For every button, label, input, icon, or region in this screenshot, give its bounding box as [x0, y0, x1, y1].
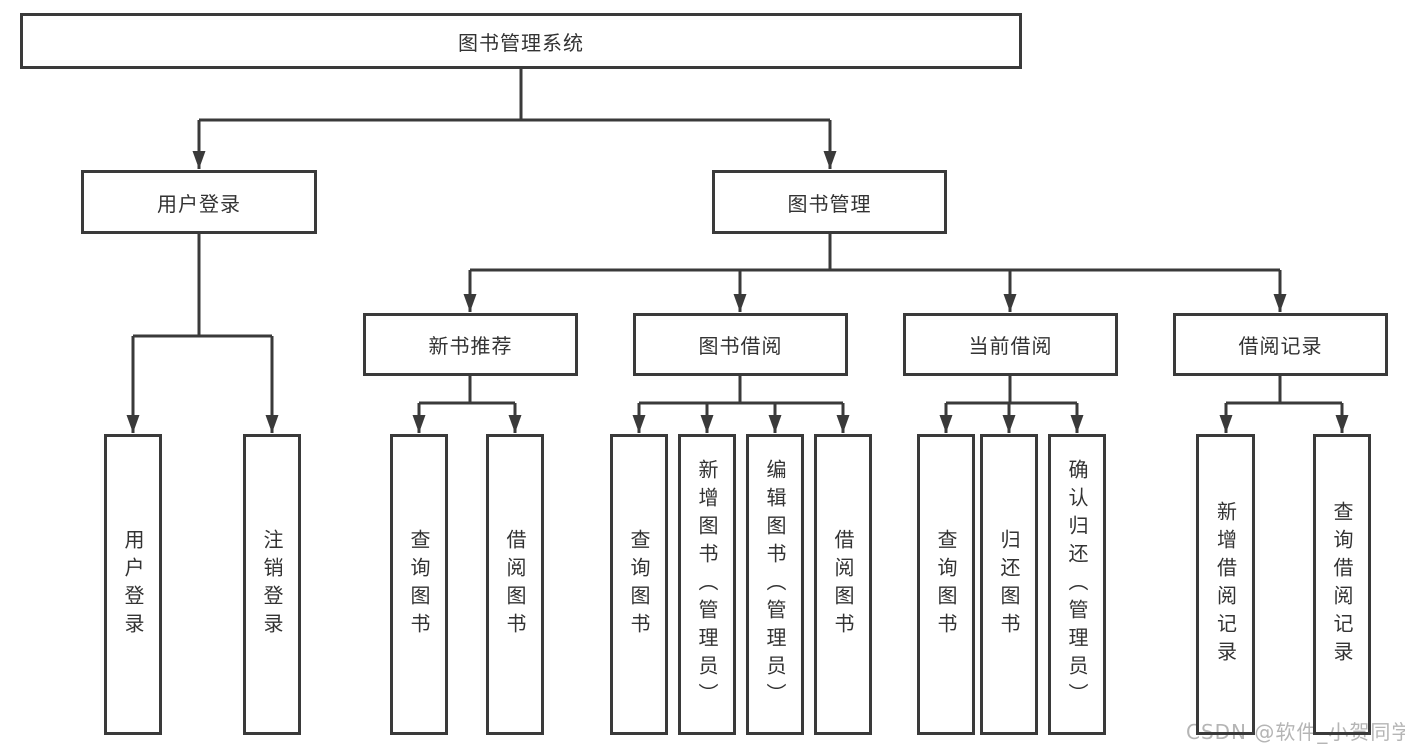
leaf-label: 归还图书 — [997, 528, 1021, 641]
node-label: 当前借阅 — [968, 334, 1053, 358]
leaf-label: 确认归还（管理员） — [1065, 458, 1089, 711]
leaf-borrow-books-2: 借阅图书 — [814, 434, 872, 735]
leaf-label: 新增借阅记录 — [1213, 500, 1238, 669]
node-label: 新书推荐 — [428, 334, 513, 358]
leaf-label: 注销登录 — [260, 528, 284, 641]
leaf-logout: 注销登录 — [243, 434, 301, 735]
leaf-add-borrow-record: 新增借阅记录 — [1196, 434, 1255, 735]
node-current-borrow: 当前借阅 — [903, 313, 1118, 376]
leaf-borrow-books-1: 借阅图书 — [486, 434, 544, 735]
node-label: 图书管理 — [787, 191, 872, 216]
leaf-confirm-return-admin: 确认归还（管理员） — [1048, 434, 1106, 735]
node-label: 借阅记录 — [1238, 334, 1323, 358]
leaf-label: 查询图书 — [407, 528, 431, 641]
node-root: 图书管理系统 — [20, 13, 1022, 69]
leaf-label: 用户登录 — [121, 528, 145, 641]
leaf-label: 借阅图书 — [831, 528, 855, 641]
leaf-add-book-admin: 新增图书（管理员） — [678, 434, 736, 735]
node-label: 图书借阅 — [698, 334, 783, 358]
leaf-label: 查询借阅记录 — [1330, 500, 1354, 669]
node-book-management: 图书管理 — [712, 170, 947, 234]
node-borrow-records: 借阅记录 — [1173, 313, 1388, 376]
leaf-query-borrow-record: 查询借阅记录 — [1313, 434, 1371, 735]
leaf-query-books-2: 查询图书 — [610, 434, 668, 735]
leaf-label: 新增图书（管理员） — [695, 458, 719, 711]
leaf-query-books-3: 查询图书 — [917, 434, 975, 735]
leaf-edit-book-admin: 编辑图书（管理员） — [746, 434, 804, 735]
node-root-label: 图书管理系统 — [458, 30, 584, 55]
leaf-label: 借阅图书 — [503, 528, 527, 641]
node-new-book-recommend: 新书推荐 — [363, 313, 578, 376]
node-user-login-group: 用户登录 — [81, 170, 317, 234]
node-label: 用户登录 — [157, 191, 241, 216]
node-book-borrow: 图书借阅 — [633, 313, 848, 376]
leaf-return-book: 归还图书 — [980, 434, 1038, 735]
leaf-label: 查询图书 — [934, 528, 958, 641]
leaf-label: 编辑图书（管理员） — [763, 458, 787, 711]
leaf-label: 查询图书 — [627, 528, 651, 641]
leaf-user-login: 用户登录 — [104, 434, 162, 735]
leaf-query-books-1: 查询图书 — [390, 434, 448, 735]
